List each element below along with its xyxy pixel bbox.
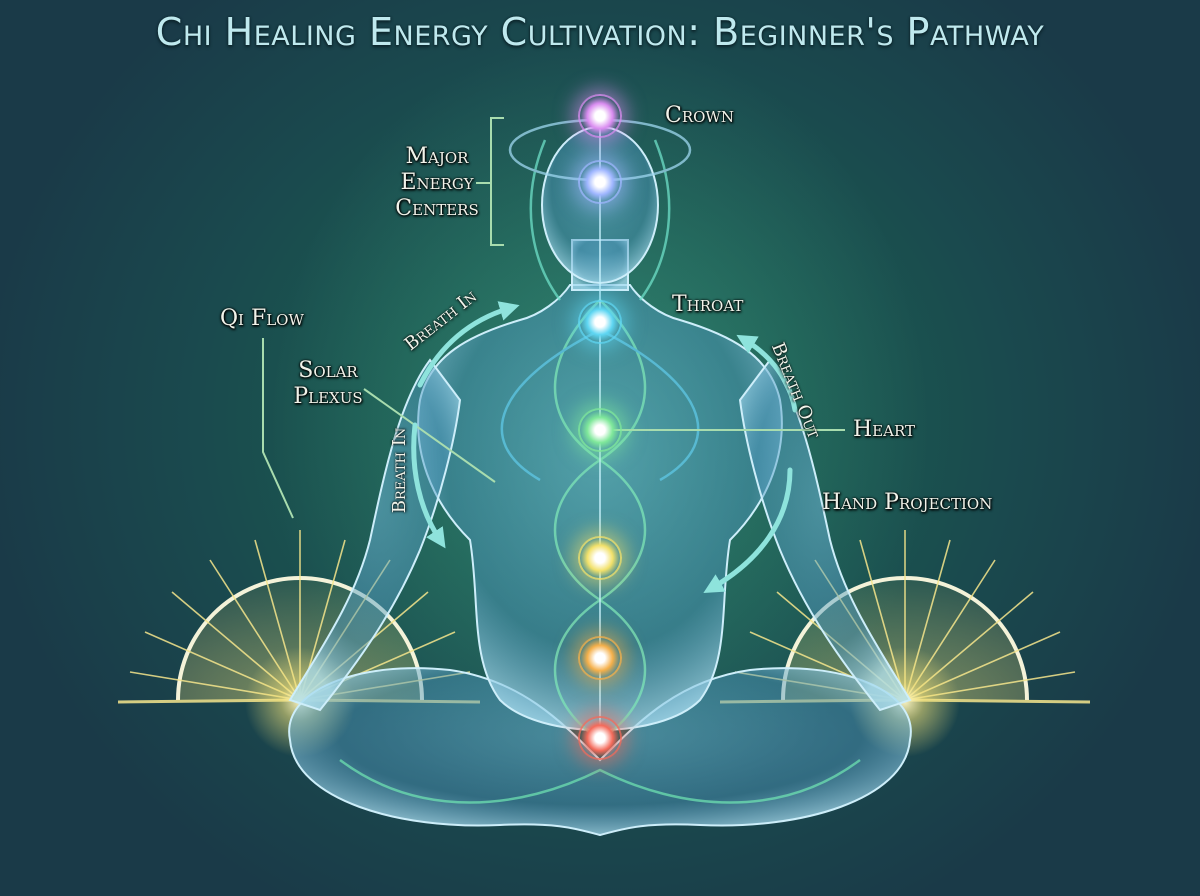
throat-chakra-icon (578, 300, 622, 344)
label-line: Plexus (293, 384, 363, 409)
label-line: Centers (395, 196, 479, 221)
label-qi-flow: Qi Flow (220, 306, 304, 331)
heart-chakra-icon (578, 408, 622, 452)
label-line: Major (405, 144, 469, 169)
label-solar-plexus: Solar Plexus (278, 358, 378, 410)
crown-chakra-icon (578, 94, 622, 138)
page-title: Chi Healing Energy Cultivation: Beginner… (155, 10, 1045, 54)
label-line: Solar (298, 358, 358, 383)
breath-arrows (411, 301, 798, 594)
root-chakra-icon (578, 716, 622, 760)
third-eye-chakra-icon (578, 160, 622, 204)
sacral-chakra-icon (578, 636, 622, 680)
label-hand-projection: Hand Projection (822, 490, 993, 515)
label-heart: Heart (853, 417, 916, 442)
label-major-energy-centers: Major Energy Centers (382, 144, 492, 222)
label-line: Energy (400, 170, 474, 195)
label-breath-in-lower: Breath In (389, 427, 411, 514)
label-crown: Crown (665, 103, 734, 128)
leader-lines (262, 117, 845, 519)
qi-flow-ribbons (339, 118, 861, 804)
solar-plexus-chakra-icon (578, 536, 622, 580)
label-throat: Throat (672, 292, 744, 317)
